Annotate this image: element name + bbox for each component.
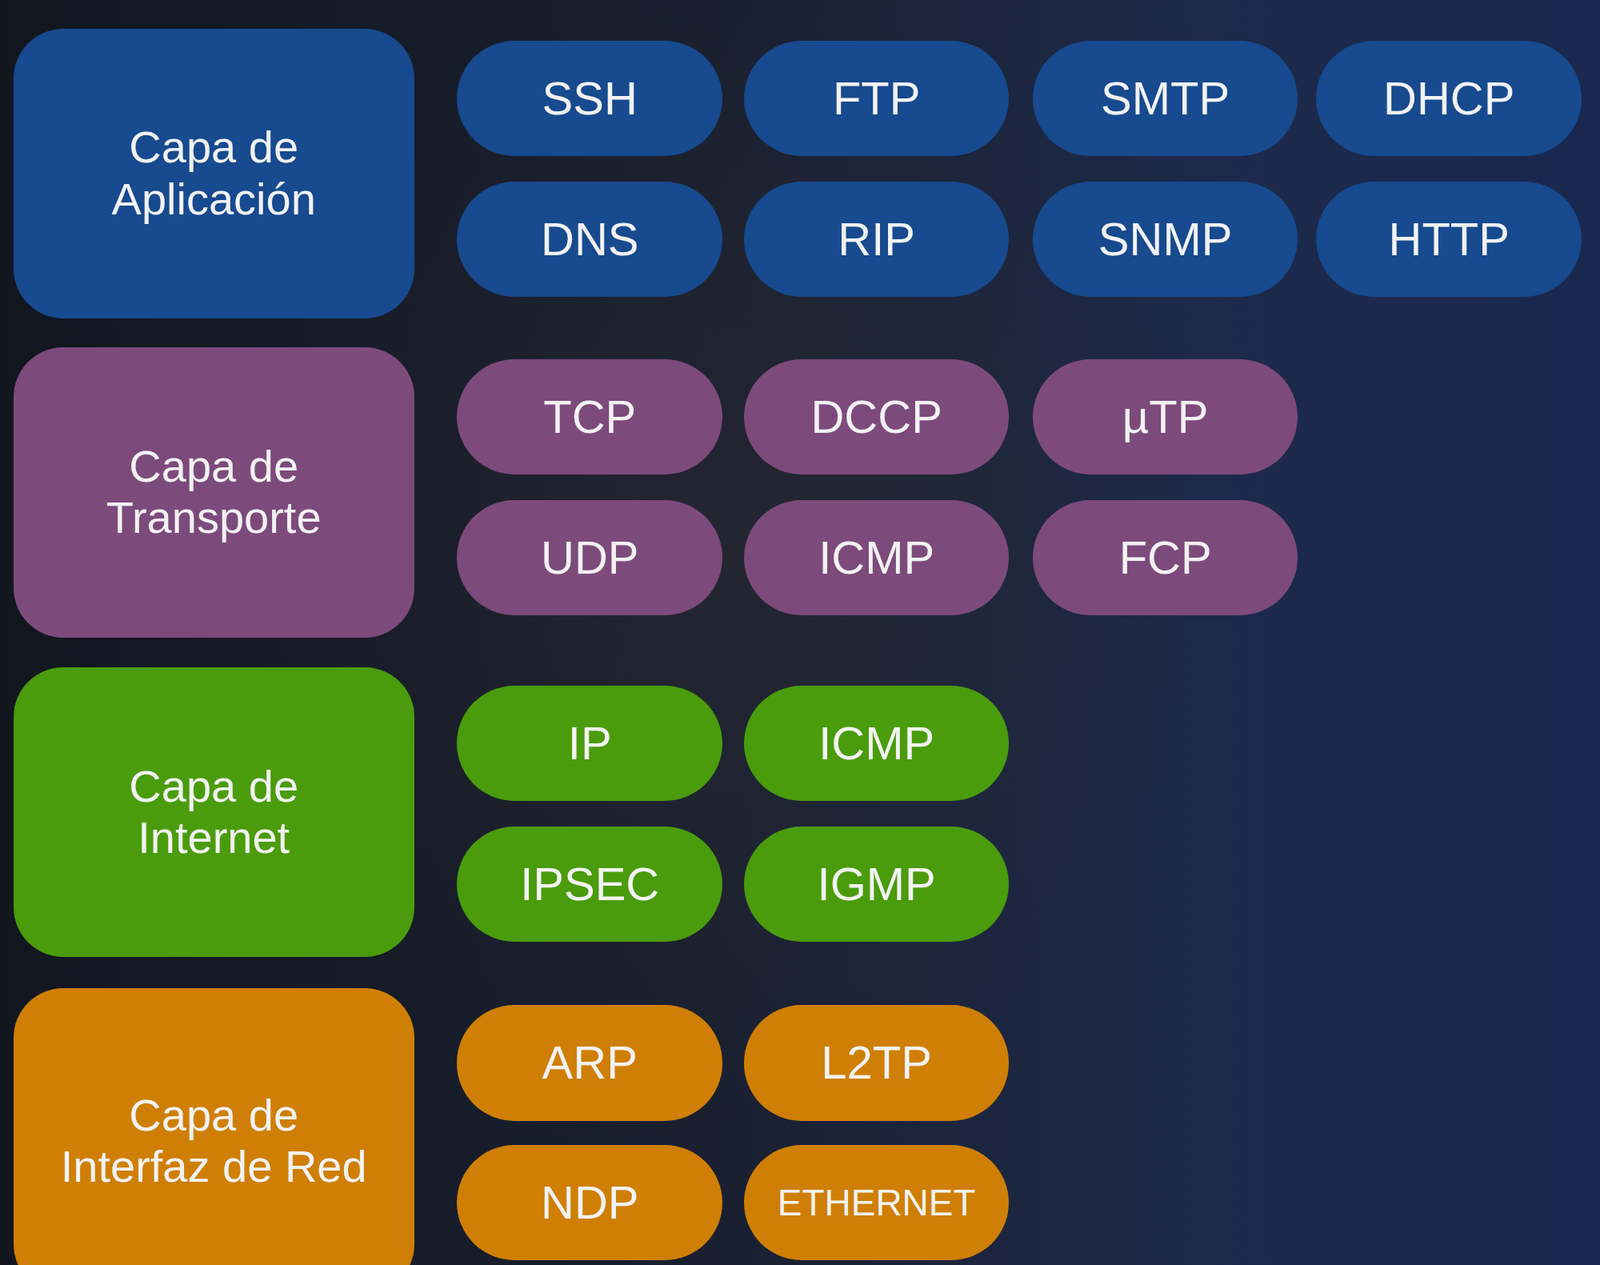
protocol-pill: L2TP	[744, 1004, 1010, 1120]
protocol-pill: FCP	[1032, 500, 1299, 616]
protocol-name: IGMP	[817, 857, 936, 912]
protocol-name: FCP	[1119, 531, 1212, 585]
layer-name: Capa de Internet	[53, 760, 374, 864]
protocol-name: µTP	[1122, 390, 1209, 444]
protocol-pill: SSH	[456, 40, 723, 156]
protocol-pill: HTTP	[1316, 181, 1582, 297]
protocol-pill: SNMP	[1032, 181, 1299, 297]
protocol-name: UDP	[540, 531, 639, 585]
protocol-name: SMTP	[1100, 72, 1230, 126]
protocol-name: SNMP	[1098, 212, 1233, 267]
protocol-name: RIP	[837, 212, 916, 267]
protocol-pill: ICMP	[744, 685, 1010, 801]
protocol-pill: ARP	[456, 1004, 723, 1120]
protocol-pill: IP	[456, 685, 723, 801]
protocol-pill: UDP	[456, 500, 723, 616]
protocol-name: DCCP	[810, 390, 942, 444]
layer-name: Capa de Transporte	[53, 440, 374, 544]
protocol-name: IPSEC	[520, 857, 660, 912]
protocol-pill: NDP	[456, 1144, 723, 1260]
protocol-name: FTP	[832, 72, 921, 126]
protocol-pill: IGMP	[744, 826, 1010, 942]
protocol-name: ETHERNET	[777, 1181, 976, 1224]
protocol-pill: IPSEC	[456, 826, 723, 942]
layer-box: Capa de Interfaz de Red	[13, 988, 415, 1265]
layer-box: Capa de Transporte	[13, 347, 415, 639]
protocol-pill: DHCP	[1316, 40, 1582, 156]
protocol-name: NDP	[540, 1176, 639, 1230]
protocol-name: DNS	[540, 212, 639, 267]
protocol-pill: SMTP	[1032, 40, 1299, 156]
protocol-pill: µTP	[1032, 359, 1299, 475]
layer-name: Capa de Interfaz de Red	[53, 1089, 374, 1193]
protocol-pill: DCCP	[744, 359, 1010, 475]
protocol-name: ICMP	[818, 531, 935, 585]
layer-box: Capa de Internet	[13, 667, 415, 957]
protocol-pill: TCP	[456, 359, 723, 475]
protocol-name: IP	[568, 716, 612, 771]
layer-name: Capa de Aplicación	[53, 121, 374, 225]
protocol-pill: ETHERNET	[744, 1144, 1010, 1260]
protocol-name: ARP	[542, 1036, 638, 1090]
layer-box: Capa de Aplicación	[13, 28, 415, 319]
protocol-pill: DNS	[456, 181, 723, 297]
protocol-pill: RIP	[744, 181, 1010, 297]
protocol-name: L2TP	[820, 1036, 932, 1090]
protocol-name: SSH	[542, 72, 638, 126]
protocol-pill: FTP	[744, 40, 1010, 156]
protocol-name: DHCP	[1383, 72, 1515, 126]
protocol-pill: ICMP	[744, 500, 1010, 616]
protocol-name: ICMP	[818, 716, 935, 771]
protocol-name: HTTP	[1388, 212, 1510, 267]
protocol-name: TCP	[543, 390, 636, 444]
